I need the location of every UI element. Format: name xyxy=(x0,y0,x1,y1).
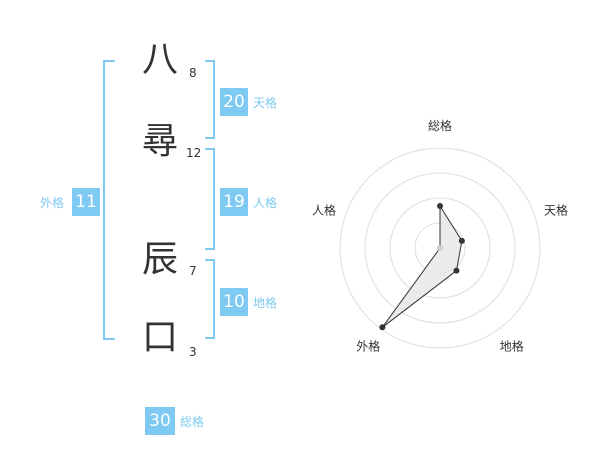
stroke-count-3: 7 xyxy=(189,264,197,278)
name-char-4: 口 xyxy=(141,317,178,358)
radar-ring-4 xyxy=(339,147,541,349)
radar-center-dot xyxy=(437,245,443,251)
name-char-1: 八 xyxy=(141,39,178,80)
soukaku-label: 総格 xyxy=(180,415,205,429)
radar-axis-label-1: 総格 xyxy=(428,118,452,133)
radar-point-3 xyxy=(453,267,460,274)
chikaku-value: 10 xyxy=(220,288,248,316)
radar-ring-2 xyxy=(389,197,491,299)
radar-ring-3 xyxy=(364,172,516,324)
stroke-count-2: 12 xyxy=(186,146,202,160)
soukaku-value: 30 xyxy=(145,407,175,435)
name-char-2: 尋 xyxy=(141,121,178,162)
gaikaku-label: 外格 xyxy=(40,196,65,210)
radar-point-4 xyxy=(379,324,386,331)
radar-shape xyxy=(381,204,463,328)
jinkaku-value: 19 xyxy=(220,188,248,216)
radar-point-2 xyxy=(458,237,465,244)
radar-axis-label-2: 天格 xyxy=(544,202,568,217)
radar-axis-label-5: 人格 xyxy=(312,202,336,217)
tenkaku-bracket xyxy=(205,60,215,139)
radar-axis-label-4: 外格 xyxy=(356,339,380,354)
jinkaku-label: 人格 xyxy=(253,196,278,210)
tenkaku-value: 20 xyxy=(220,88,248,116)
gaikaku-value: 11 xyxy=(72,188,100,216)
radar-points xyxy=(379,203,465,331)
chikaku-bracket xyxy=(205,259,215,339)
tenkaku-label: 天格 xyxy=(253,96,278,110)
name-char-3: 辰 xyxy=(141,239,178,280)
stroke-count-4: 3 xyxy=(189,345,197,359)
radar-axis-label-3: 地格 xyxy=(500,339,524,354)
jinkaku-bracket xyxy=(205,148,215,250)
chikaku-label: 地格 xyxy=(253,296,278,310)
gaikaku-bracket xyxy=(103,60,115,340)
stroke-count-1: 8 xyxy=(189,66,197,80)
radar-point-1 xyxy=(437,203,443,209)
